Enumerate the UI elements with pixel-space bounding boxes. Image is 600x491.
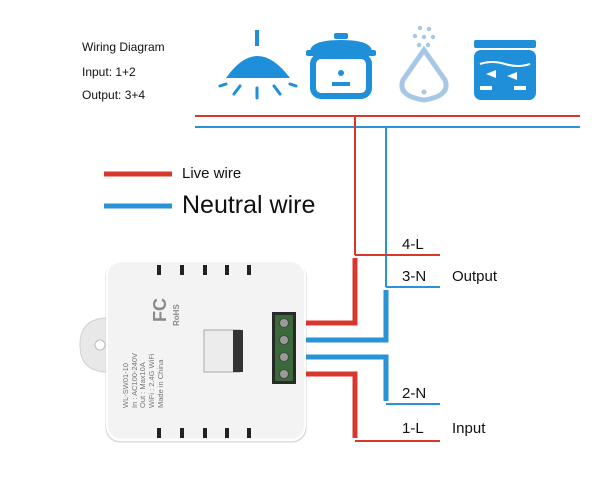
- neutral-wire-label: Neutral wire: [182, 191, 316, 219]
- live-wire-label: Live wire: [182, 165, 242, 182]
- device-origin: Made in China: [155, 359, 165, 408]
- terminal-4-label: 4-L: [402, 236, 424, 253]
- wire-3-neutral: [306, 290, 389, 343]
- input-terminals-note: Input: 1+2: [82, 65, 136, 79]
- terminal-3-label: 3-N: [402, 268, 427, 285]
- humidifier-icon: [399, 25, 449, 103]
- ceiling-lamp-icon: [218, 30, 298, 100]
- rice-cooker-icon: [306, 33, 376, 99]
- terminal-2-label: 2-N: [402, 385, 427, 402]
- terminal-1-label: 1-L: [402, 420, 424, 437]
- wire-1-live: [306, 371, 358, 438]
- diagram-title: Wiring Diagram: [82, 40, 165, 54]
- wire-4-live: [306, 258, 358, 326]
- fcc-mark: FC: [150, 298, 170, 322]
- wire-2-neutral: [306, 354, 389, 401]
- input-label: Input: [452, 420, 486, 437]
- rohs-mark: RoHS: [172, 304, 181, 326]
- smart-switch-device: [79, 260, 307, 443]
- aquarium-icon: [474, 40, 536, 100]
- output-terminals-note: Output: 3+4: [82, 88, 146, 102]
- output-label: Output: [452, 268, 498, 285]
- device-spec-block: WL-SW01-10 In : AC100-240V Out : Max10A …: [121, 353, 165, 408]
